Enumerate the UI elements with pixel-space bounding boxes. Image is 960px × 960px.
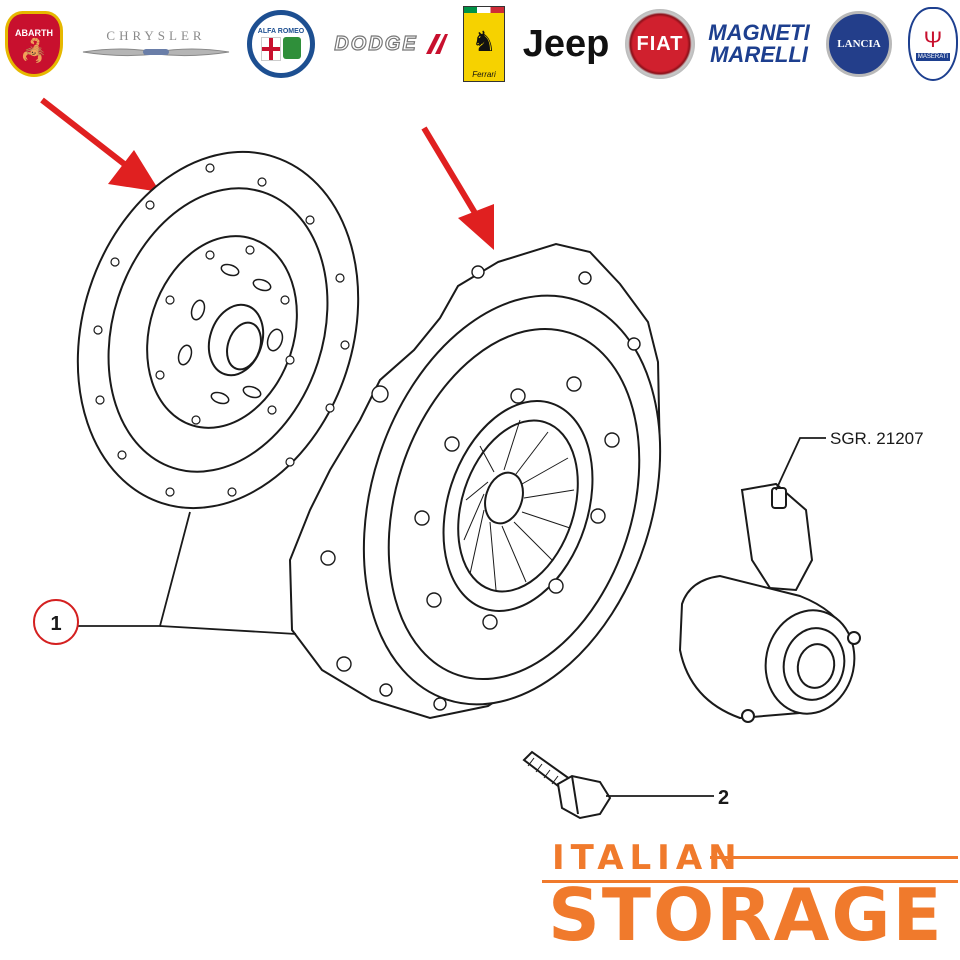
logo-rule-middle [542,880,958,883]
italian-storage-logo-line1: ITALIAN [552,838,743,878]
magneti-marelli-text-line2: MARELLI [710,42,808,67]
maserati-logo-text: MASERATI [915,53,951,61]
fiat-logo-text: FIAT [636,32,684,55]
maserati-logo: Ψ MASERATI [906,4,960,84]
chrysler-logo: CHRYSLER [76,4,236,84]
alfa-romeo-logo-text: ALFA ROMEO [257,27,305,35]
chrysler-logo-text: CHRYSLER [106,28,206,43]
magneti-marelli-text-line1: MAGNETI [708,20,810,45]
pointer-arrow-disc [40,97,160,192]
lancia-logo: LANCIA [824,4,894,84]
alfa-romeo-logo: ALFA ROMEO [244,4,318,84]
ferrari-logo-text: Ferrari [472,70,496,79]
jeep-logo-text: Jeep [522,22,610,65]
callout-bolt-number-text: 2 [718,787,729,809]
scorpion-icon: 🦂 [20,38,48,63]
dodge-stripes-icon [425,34,448,54]
dodge-logo: DODGE [326,4,456,84]
abarth-logo: ABARTH 🦂 [2,4,66,84]
callout-kit-number: 1 [33,599,79,645]
biscione-icon [283,36,301,59]
logo-rule-top [710,856,958,859]
brand-logo-strip: ABARTH 🦂 CHRYSLER ALFA ROMEO DODGE [0,0,960,90]
magneti-marelli-logo: MAGNETI MARELLI [704,4,814,84]
trident-icon: Ψ [923,27,943,52]
callout-kit-number-text: 1 [50,613,61,635]
jeep-logo: Jeep [512,4,620,84]
ferrari-logo: ♞ Ferrari [461,4,507,84]
pointer-arrow-pressure-plate [421,126,494,250]
red-cross-icon [261,36,281,61]
release-bearing [678,482,861,723]
prancing-horse-icon: ♞ [471,26,497,57]
flywheel-bolt [522,750,612,820]
pressure-plate [288,242,662,720]
bearing-reference-label: SGR. 21207 [830,429,924,448]
chrysler-wings-icon [82,48,230,57]
italian-storage-logo-line2: STORAGE [548,873,944,957]
abarth-logo-text: ABARTH [15,28,53,38]
dodge-logo-text: DODGE [334,32,418,55]
fiat-logo: FIAT [622,4,698,84]
lancia-logo-text: LANCIA [837,38,881,50]
clutch-disc [76,150,360,510]
leader-lines [72,437,826,797]
